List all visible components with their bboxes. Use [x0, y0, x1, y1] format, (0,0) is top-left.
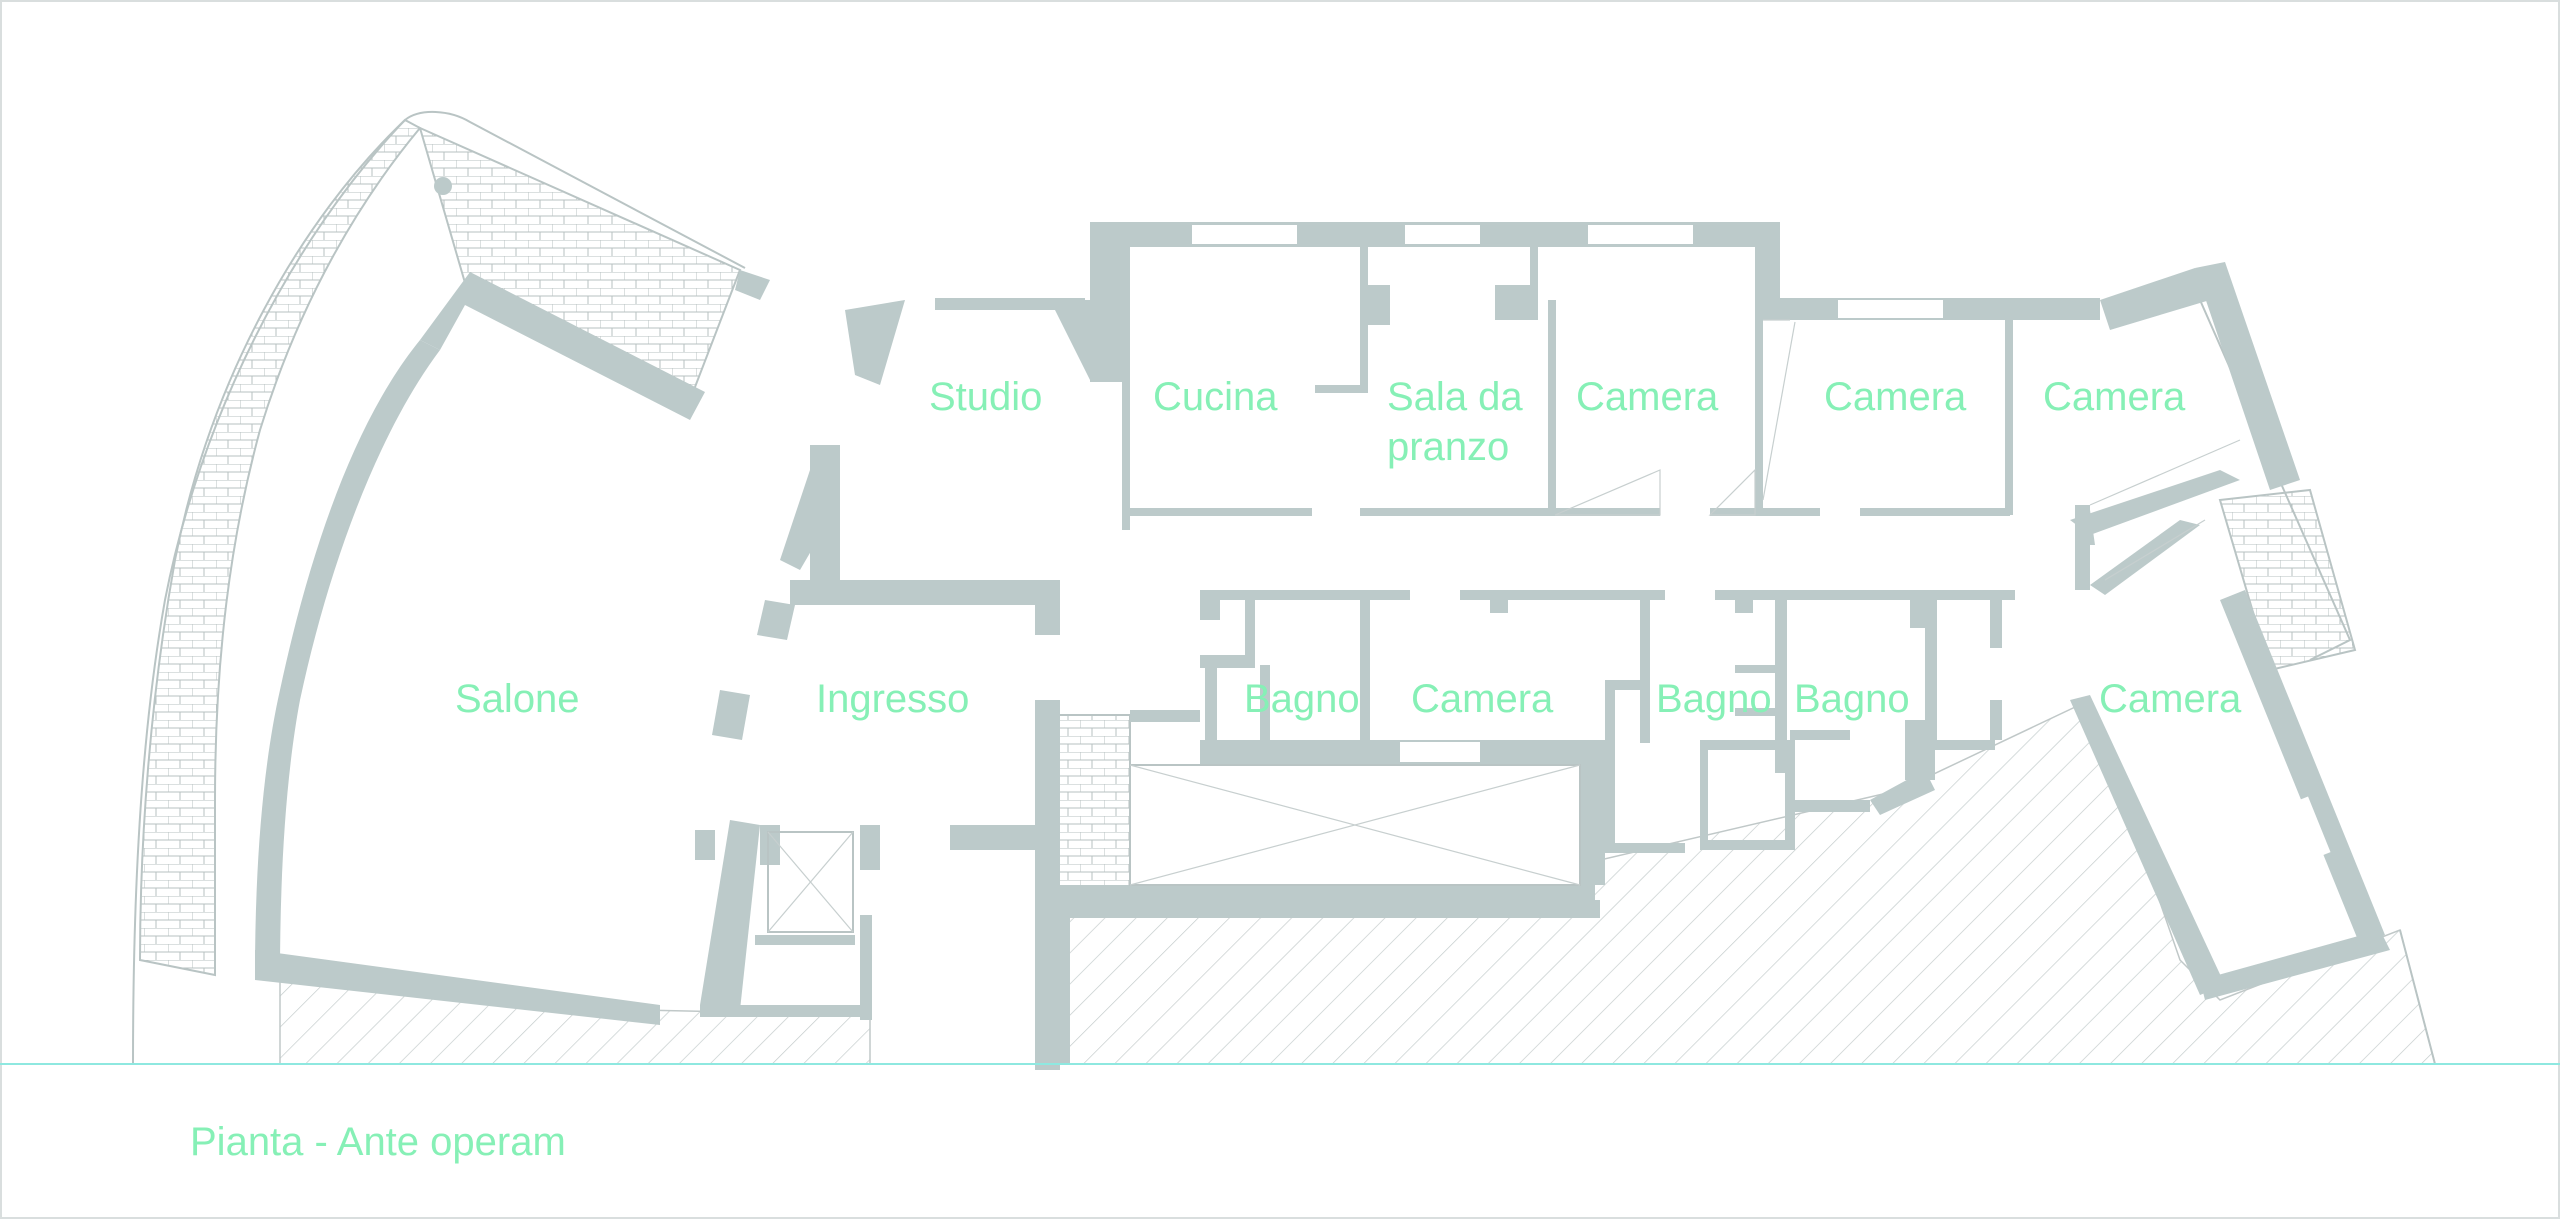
room-label-camera-5: Camera — [2099, 677, 2242, 721]
plan-caption: Pianta - Ante operam — [190, 1120, 566, 1164]
room-label-studio: Studio — [929, 375, 1042, 419]
walls — [255, 177, 2390, 1070]
room-label-camera-4: Camera — [1411, 677, 1554, 721]
room-label-salone: Salone — [455, 677, 580, 721]
room-label-sala-da-pranzo-line1: Sala da — [1387, 375, 1523, 419]
room-label-sala-da-pranzo-line2: pranzo — [1387, 425, 1509, 469]
room-labels: Studio Cucina Sala da pranzo Camera Came… — [455, 375, 2242, 721]
room-label-bagno-3: Bagno — [1794, 677, 1910, 721]
room-label-camera-2: Camera — [1824, 375, 1967, 419]
room-label-ingresso: Ingresso — [816, 677, 969, 721]
room-label-camera-1: Camera — [1576, 375, 1719, 419]
room-label-bagno-1: Bagno — [1244, 677, 1360, 721]
room-label-bagno-2: Bagno — [1656, 677, 1772, 721]
room-label-cucina: Cucina — [1153, 375, 1278, 419]
brick-terraces — [138, 118, 2357, 977]
room-label-camera-3: Camera — [2043, 375, 2186, 419]
